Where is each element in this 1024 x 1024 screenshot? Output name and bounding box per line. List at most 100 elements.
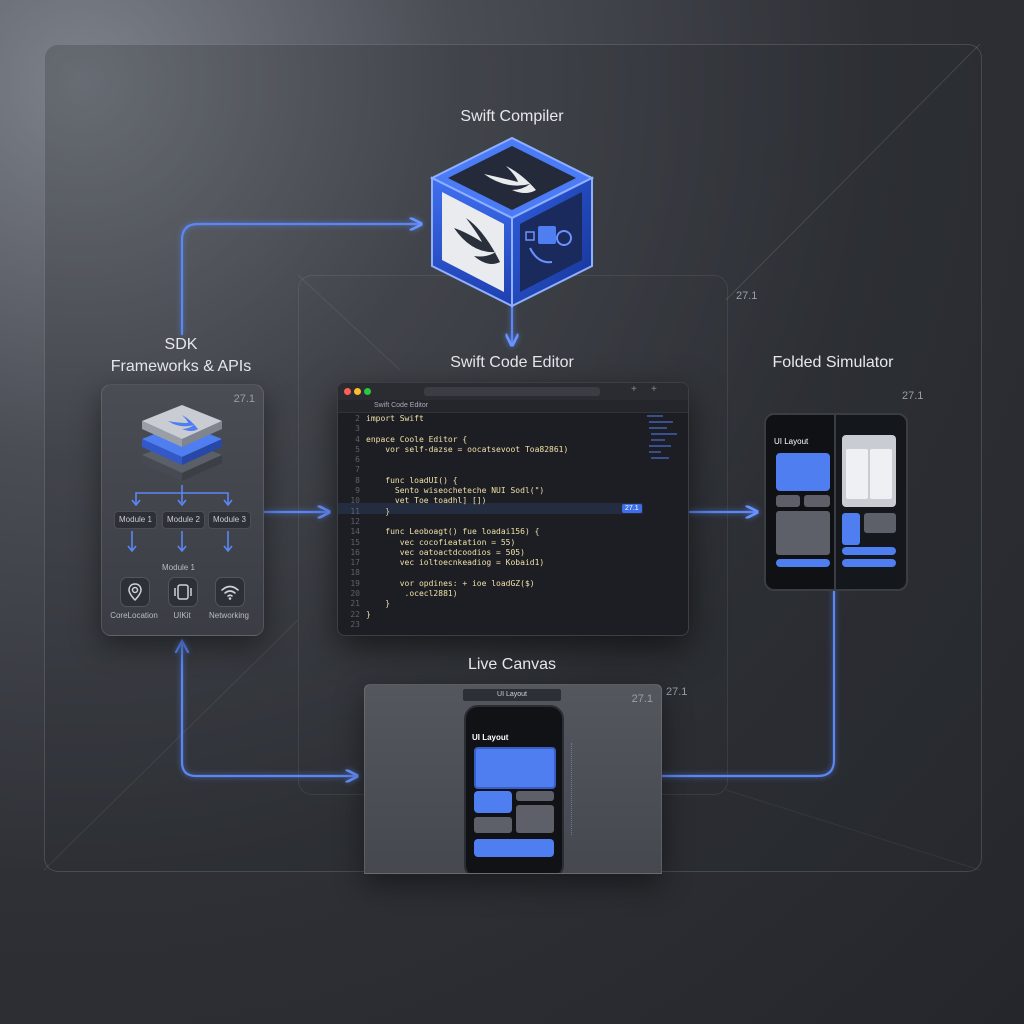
code-text: .ocecl2881) (366, 589, 458, 599)
code-line[interactable]: 23 (338, 620, 638, 630)
code-text: } (366, 506, 391, 516)
sub-module-label: Module 1 (162, 563, 195, 572)
code-line[interactable]: 7 (338, 465, 638, 475)
line-number: 4 (355, 434, 360, 444)
canvas-version: 27.1 (631, 693, 653, 705)
live-canvas[interactable]: UI Layout 27.1 UI Layout (364, 684, 662, 874)
code-line[interactable]: 10 vet Toe toadhl] []) (338, 496, 638, 506)
code-line[interactable]: 11 } (338, 507, 638, 517)
code-line[interactable]: 20 .ocecl2881) (338, 589, 638, 599)
code-text: vec oatoactdcoodios = 505) (366, 547, 525, 557)
sim-hero-card[interactable] (776, 453, 830, 491)
code-line[interactable]: 19 vor opdines: + ioe loadGZ($) (338, 579, 638, 589)
code-line[interactable]: 22} (338, 610, 638, 620)
code-line[interactable]: 6 (338, 455, 638, 465)
line-number: 6 (355, 455, 360, 465)
code-line[interactable]: 21 } (338, 599, 638, 609)
line-number: 22 (350, 609, 360, 619)
sdk-title: SDK Frameworks & APIs (96, 334, 266, 378)
line-number: 21 (350, 599, 360, 609)
code-text: vec cocofieatation = 55) (366, 537, 516, 547)
code-line[interactable]: 8 func loadUI() { (338, 476, 638, 486)
corelocation-label: CoreLocation (110, 611, 158, 620)
line-number: 16 (350, 547, 360, 557)
canvas-tab[interactable]: UI Layout (463, 689, 561, 701)
sim-primary-button[interactable] (776, 559, 830, 567)
line-number: 18 (350, 568, 360, 578)
sdk-canvas-arrow (180, 642, 356, 776)
code-line[interactable]: 3 (338, 424, 638, 434)
uikit-icon[interactable] (168, 577, 198, 607)
code-line[interactable]: 14 func Leoboagt() fue loadai156) { (338, 527, 638, 537)
module-3-chip[interactable]: Module 3 (208, 511, 251, 529)
line-number: 14 (350, 527, 360, 537)
frame-version: 27.1 (736, 290, 758, 302)
code-text: func loadUI() { (366, 475, 458, 485)
canvas-phone-preview[interactable]: UI Layout (464, 705, 564, 873)
code-line[interactable]: 12 (338, 517, 638, 527)
canvas-screen-title: UI Layout (472, 733, 509, 742)
line-number: 17 (350, 558, 360, 568)
sdk-panel[interactable]: 27.1 Module 1 Module 2 Module 3 Module 1… (101, 384, 264, 636)
sim-secondary-button[interactable] (842, 547, 896, 555)
line-number: 5 (355, 444, 360, 454)
sdk-up-arrowhead (174, 638, 190, 654)
zoom-dot-icon[interactable] (364, 388, 371, 395)
canvas-outer-version: 27.1 (666, 686, 688, 698)
code-text: vor opdines: + ioe loadGZ($) (366, 578, 535, 588)
line-number: 9 (355, 486, 360, 496)
canvas-action-button[interactable] (474, 839, 554, 857)
minimize-dot-icon[interactable] (354, 388, 361, 395)
code-text: enpace Coole Editor { (366, 434, 468, 444)
line-number: 19 (350, 578, 360, 588)
code-line[interactable]: 18 (338, 568, 638, 578)
sim-preview-card (842, 435, 896, 507)
minimap[interactable] (643, 412, 685, 472)
location-icon[interactable] (120, 577, 150, 607)
editor-title: Swift Code Editor (450, 354, 574, 371)
add-tab-icon[interactable]: + (631, 384, 637, 395)
swift-compiler-cube-icon[interactable] (426, 134, 598, 310)
address-bar[interactable] (424, 387, 600, 396)
code-line[interactable]: 16 vec oatoactdcoodios = 505) (338, 548, 638, 558)
compiler-title: Swift Compiler (460, 108, 564, 125)
line-number: 20 (350, 589, 360, 599)
networking-label: Networking (208, 611, 249, 620)
code-line[interactable]: 5 vor self-dazse = oocatsevoot Toa82861) (338, 445, 638, 455)
sdk-to-compiler-arrow (180, 224, 420, 336)
simulator-screen-title: UI Layout (774, 437, 809, 446)
canvas-card-left[interactable] (474, 791, 512, 813)
wifi-icon[interactable] (215, 577, 245, 607)
code-line[interactable]: 15 vec cocofieatation = 55) (338, 538, 638, 548)
module-2-chip[interactable]: Module 2 (162, 511, 205, 529)
code-line[interactable]: 17 vec ioltoecnkeadiog = Kobaid1) (338, 558, 638, 568)
add-icon[interactable]: + (651, 384, 657, 395)
code-line[interactable]: 9 Sento wiseocheteche NUI Sodl(") (338, 486, 638, 496)
close-dot-icon[interactable] (344, 388, 351, 395)
code-text: Sento wiseocheteche NUI Sodl(") (366, 486, 545, 496)
code-text: } (366, 599, 391, 609)
folded-simulator[interactable]: UI Layout (764, 413, 908, 591)
current-line-highlight (338, 503, 643, 514)
framework-stack-icon (142, 405, 222, 481)
line-number: 11 (350, 506, 360, 516)
line-number: 8 (355, 475, 360, 485)
editor-tab[interactable]: Swift Code Editor (338, 400, 688, 413)
editor-titlebar: + + (338, 383, 688, 400)
canvas-hero-card[interactable] (474, 747, 556, 789)
line-number: 2 (355, 414, 360, 423)
line-number: 15 (350, 537, 360, 547)
code-text: func Leoboagt() fue loadai156) { (366, 527, 540, 537)
line-number: 10 (350, 496, 360, 506)
module-1-chip[interactable]: Module 1 (114, 511, 157, 529)
simulator-to-canvas-line (658, 586, 836, 778)
code-line[interactable]: 4 enpace Coole Editor { (338, 435, 638, 445)
editor-badge: 27.1 (622, 504, 642, 513)
sdk-version: 27.1 (233, 393, 255, 405)
uikit-label: UIKit (173, 611, 191, 620)
module-connectors (127, 485, 233, 553)
